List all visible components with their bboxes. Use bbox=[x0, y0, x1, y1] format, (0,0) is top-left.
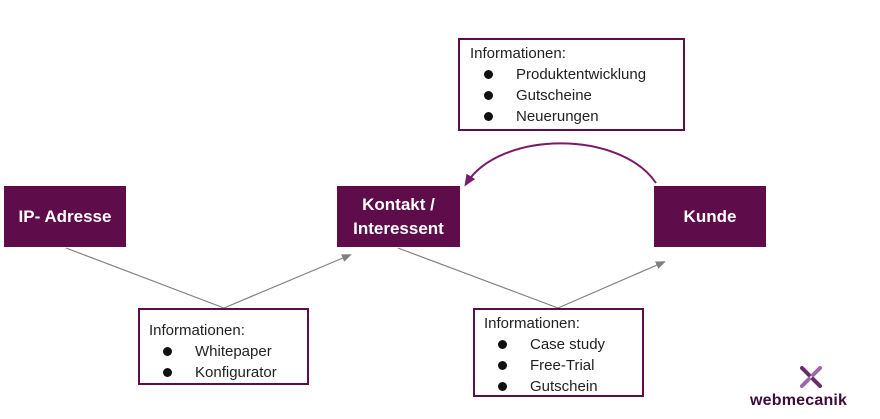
bullet-icon bbox=[498, 361, 507, 370]
brand-logo: webmecanik bbox=[750, 366, 880, 416]
webmecanik-logo-icon bbox=[800, 366, 822, 388]
list-item: Gutschein bbox=[484, 376, 642, 397]
bullet-icon bbox=[484, 91, 493, 100]
info-box-customer: Informationen: Produktentwicklung Gutsch… bbox=[458, 38, 685, 131]
list-item: Free-Trial bbox=[484, 355, 642, 376]
list-item: Produktentwicklung bbox=[470, 64, 683, 85]
stage-kontakt-interessent: Kontakt / Interessent bbox=[337, 186, 460, 247]
info-box-title: Informationen: bbox=[470, 45, 566, 62]
list-item: Neuerungen bbox=[470, 106, 683, 127]
bullet-icon bbox=[484, 70, 493, 79]
stage-ip-label: IP- Adresse bbox=[18, 206, 112, 226]
list-item: Gutscheine bbox=[470, 85, 683, 106]
stage-kontakt-label: Kontakt / Interessent bbox=[353, 194, 444, 238]
bullet-icon bbox=[163, 347, 172, 356]
info-list: Produktentwicklung Gutscheine Neuerungen bbox=[470, 64, 683, 127]
stage-ip-adresse: IP- Adresse bbox=[4, 186, 126, 247]
info-box-title: Informationen: bbox=[484, 315, 580, 332]
connector-ip-to-info bbox=[65, 247, 225, 309]
info-box-title: Informationen: bbox=[149, 322, 245, 339]
list-item: Whitepaper bbox=[149, 341, 307, 362]
connector-kontakt-to-info bbox=[397, 247, 559, 309]
bullet-icon bbox=[484, 112, 493, 121]
brand-name: webmecanik bbox=[750, 392, 848, 409]
feedback-arrow bbox=[464, 142, 657, 187]
bullet-icon bbox=[163, 368, 172, 377]
connector-info-to-kontakt bbox=[223, 254, 352, 309]
list-item: Konfigurator bbox=[149, 362, 307, 383]
bullet-icon bbox=[498, 340, 507, 349]
info-box-lead: Informationen: Whitepaper Konfigurator bbox=[138, 308, 309, 385]
list-item: Case study bbox=[484, 334, 642, 355]
info-list: Whitepaper Konfigurator bbox=[149, 341, 307, 383]
stage-kunde-label: Kunde bbox=[683, 206, 737, 226]
connector-info-to-kunde bbox=[557, 261, 666, 309]
info-box-prospect: Informationen: Case study Free-Trial Gut… bbox=[473, 308, 644, 397]
stage-kunde: Kunde bbox=[654, 186, 766, 247]
bullet-icon bbox=[498, 382, 507, 391]
info-list: Case study Free-Trial Gutschein bbox=[484, 334, 642, 397]
